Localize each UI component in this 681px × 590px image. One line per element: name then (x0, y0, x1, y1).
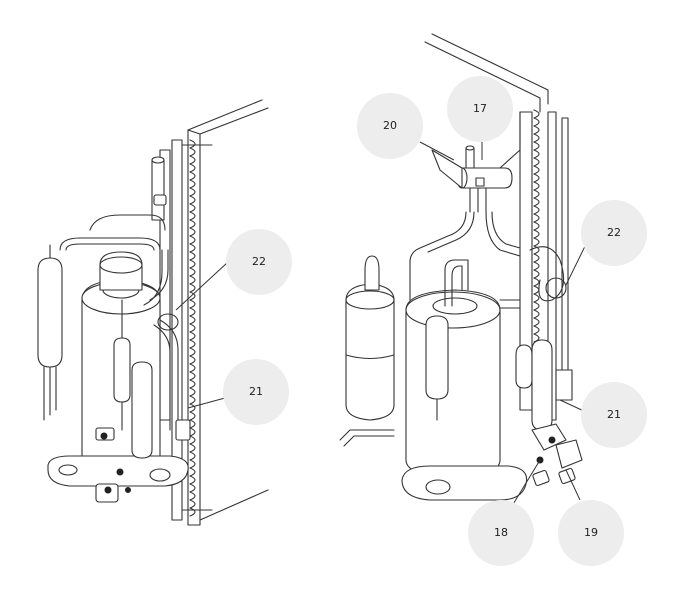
callout-left-22: 22 (226, 229, 292, 295)
callout-left-21-label: 21 (249, 385, 263, 398)
callout-right-20: 20 (357, 93, 423, 159)
right-accumulator (339, 255, 395, 447)
callout-right-22: 22 (581, 200, 647, 266)
callout-right-17: 17 (447, 76, 513, 142)
left-condenser-coil (179, 139, 213, 517)
right-compressor (401, 259, 528, 501)
callout-left-22-label: 22 (252, 255, 266, 268)
right-service-valves (531, 423, 583, 487)
left-accumulator (37, 244, 63, 421)
leader-right-18 (511, 459, 541, 507)
leader-right-19 (565, 469, 581, 501)
left-unit-drawing (37, 99, 269, 526)
callout-right-18: 18 (468, 500, 534, 566)
callout-left-21: 21 (223, 359, 289, 425)
callout-right-19: 19 (558, 500, 624, 566)
callout-right-20-label: 20 (383, 119, 397, 132)
leader-left-22 (175, 261, 229, 311)
right-reversing-valve (409, 111, 521, 301)
callout-right-21-label: 21 (607, 408, 621, 421)
leader-left-21 (187, 397, 226, 409)
left-service-valves (95, 427, 131, 503)
callout-right-19-label: 19 (584, 526, 598, 539)
callout-right-22-label: 22 (607, 226, 621, 239)
callout-right-17-label: 17 (473, 102, 487, 115)
callout-right-18-label: 18 (494, 526, 508, 539)
leader-right-20 (419, 141, 455, 161)
callout-right-21: 21 (581, 382, 647, 448)
